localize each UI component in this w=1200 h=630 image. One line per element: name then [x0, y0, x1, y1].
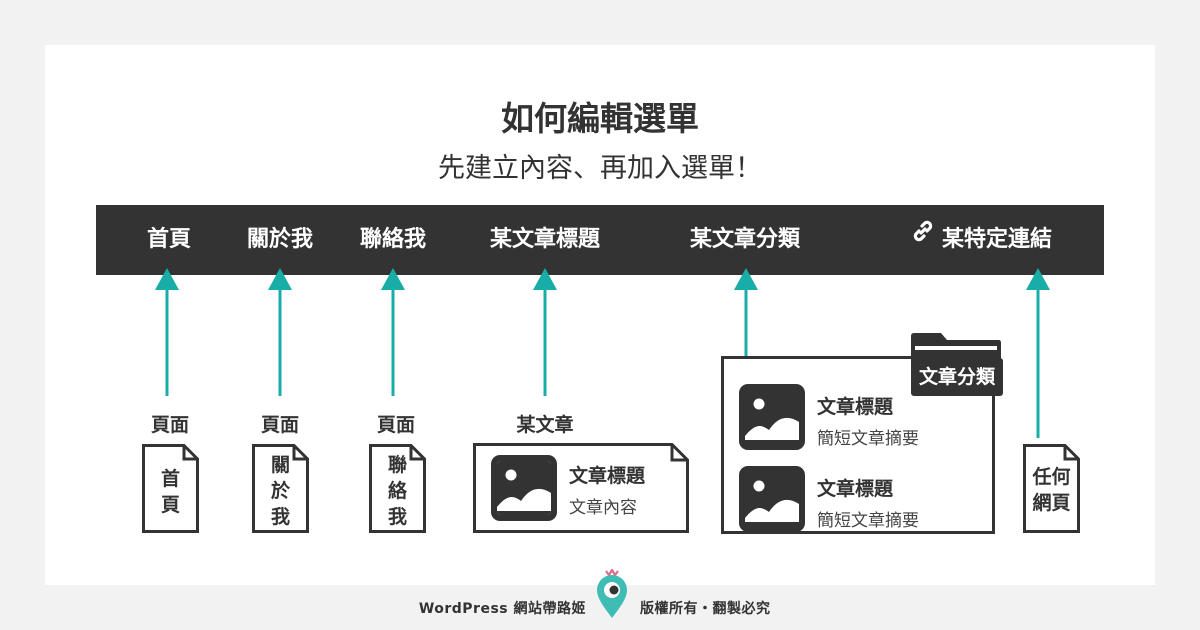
- post-excerpt: 文章內容: [569, 498, 637, 518]
- menu-item-post-category[interactable]: 某文章分類: [690, 205, 800, 275]
- menu-item-post-title[interactable]: 某文章標題: [490, 205, 600, 275]
- doc-char: 絡: [387, 480, 407, 502]
- doc-char: 於: [270, 480, 290, 502]
- folder-icon: [911, 333, 1001, 362]
- footer-brand: WordPress 網站帶路姬: [418, 601, 586, 617]
- menu-item-label: 某文章標題: [489, 227, 601, 252]
- category-post-title: 文章標題: [817, 396, 894, 418]
- menu-item-home[interactable]: 首頁: [147, 205, 191, 275]
- category-post-title: 文章標題: [817, 478, 894, 500]
- category-post-excerpt: 簡短文章摘要: [817, 511, 919, 531]
- doc-line: 網頁: [1032, 492, 1071, 514]
- page-doc-contact: 聯 絡 我: [369, 444, 426, 533]
- menu-item-label: 關於我: [246, 227, 314, 252]
- page-title: 如何編輯選單: [501, 99, 699, 138]
- source-label-post: 某文章: [516, 414, 574, 436]
- menu-item-label: 某特定連結: [941, 227, 1053, 252]
- image-icon: [491, 455, 557, 521]
- doc-char: 頁: [160, 494, 180, 516]
- menu-item-label: 聯絡我: [359, 227, 427, 252]
- post-title: 文章標題: [569, 465, 646, 487]
- page-doc-any: 任何 網頁: [1023, 444, 1080, 533]
- category-tag: 文章分類: [911, 358, 1003, 396]
- location-pin-icon: [597, 568, 627, 618]
- footer-copyright: 版權所有・翻製必究: [640, 601, 771, 617]
- doc-char: 聯: [387, 454, 407, 476]
- menu-item-contact[interactable]: 聯絡我: [360, 205, 426, 275]
- post-card: 文章標題 文章內容: [473, 443, 689, 533]
- page-doc-home: 首 頁: [142, 444, 199, 533]
- footer: WordPress 網站帶路姬 版權所有・翻製必究: [0, 568, 1200, 618]
- doc-char: 我: [270, 506, 290, 528]
- source-label-page: 頁面: [150, 414, 190, 436]
- doc-line: 任何: [1032, 466, 1071, 488]
- source-label-page: 頁面: [260, 414, 300, 436]
- menu-bar: 首頁 關於我 聯絡我 某文章標題 某文章分類 某特定連結: [96, 205, 1104, 275]
- link-icon: [910, 203, 936, 273]
- image-icon: [739, 384, 805, 450]
- doc-char: 首: [160, 468, 180, 490]
- doc-char: 關: [270, 454, 290, 476]
- menu-item-custom-link[interactable]: 某特定連結: [910, 205, 1052, 275]
- page-doc-about: 關 於 我: [252, 444, 309, 533]
- menu-item-label: 首頁: [146, 227, 192, 252]
- menu-item-about[interactable]: 關於我: [247, 205, 313, 275]
- image-icon: [739, 466, 805, 532]
- category-post-excerpt: 簡短文章摘要: [817, 429, 919, 449]
- page-subtitle: 先建立內容、再加入選單！: [438, 153, 762, 184]
- doc-char: 我: [387, 506, 407, 528]
- source-label-page: 頁面: [376, 414, 416, 436]
- category-box: 文章標題 簡短文章摘要 文章標題 簡短文章摘要: [721, 356, 995, 534]
- menu-item-label: 某文章分類: [689, 227, 801, 252]
